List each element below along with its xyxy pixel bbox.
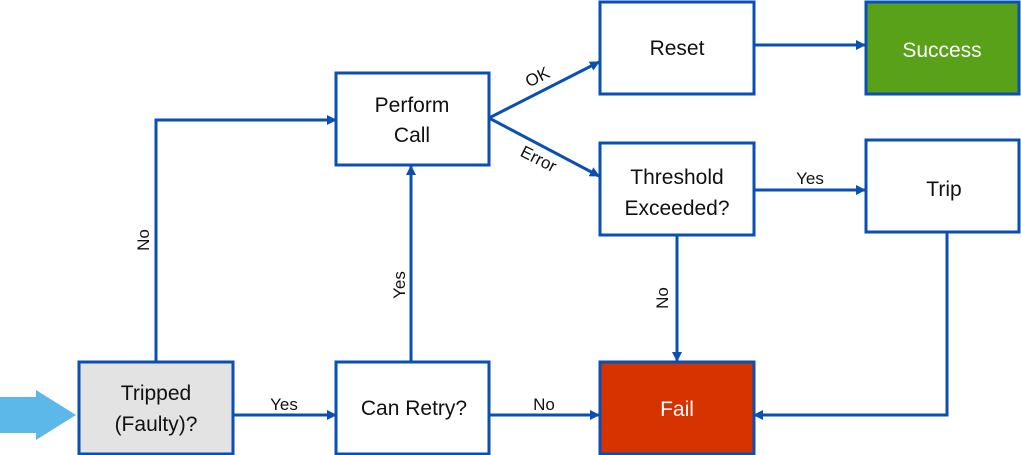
edge-call-ok (488, 60, 600, 120)
node-reset-label: Reset (650, 37, 705, 60)
edge-label-threshold-yes: Yes (796, 169, 824, 188)
edge-trip-fail (753, 233, 949, 420)
edge-label-retry-yes: Yes (390, 271, 409, 299)
node-fail: Fail (598, 360, 756, 455)
node-tripped-line1: Tripped (121, 382, 191, 405)
node-perform-call-line2: Call (394, 124, 430, 147)
node-tripped: Tripped (Faulty)? (77, 360, 235, 455)
node-threshold-line1: Threshold (630, 166, 723, 189)
edge-call-error (488, 116, 600, 178)
node-tripped-line2: (Faulty)? (115, 413, 198, 436)
node-reset: Reset (598, 0, 756, 96)
node-can-retry: Can Retry? (334, 360, 491, 455)
node-success: Success (864, 0, 1021, 96)
node-trip: Trip (864, 138, 1021, 234)
edge-label-call-error: Error (517, 142, 560, 176)
node-perform-call: Perform Call (334, 71, 491, 167)
node-threshold: Threshold Exceeded? (598, 141, 756, 237)
node-perform-call-line1: Perform (375, 94, 450, 117)
node-fail-label: Fail (660, 398, 694, 421)
node-can-retry-label: Can Retry? (361, 397, 467, 420)
edge-label-tripped-no: No (134, 229, 153, 251)
node-trip-label: Trip (926, 178, 961, 201)
node-threshold-line2: Exceeded? (624, 197, 729, 220)
entry-arrow (0, 390, 76, 440)
edge-label-threshold-no: No (653, 287, 672, 309)
edge-label-retry-no: No (533, 395, 555, 414)
edge-tripped-no (154, 115, 337, 362)
node-success-label: Success (902, 39, 981, 62)
edge-label-tripped-yes: Yes (270, 395, 298, 414)
